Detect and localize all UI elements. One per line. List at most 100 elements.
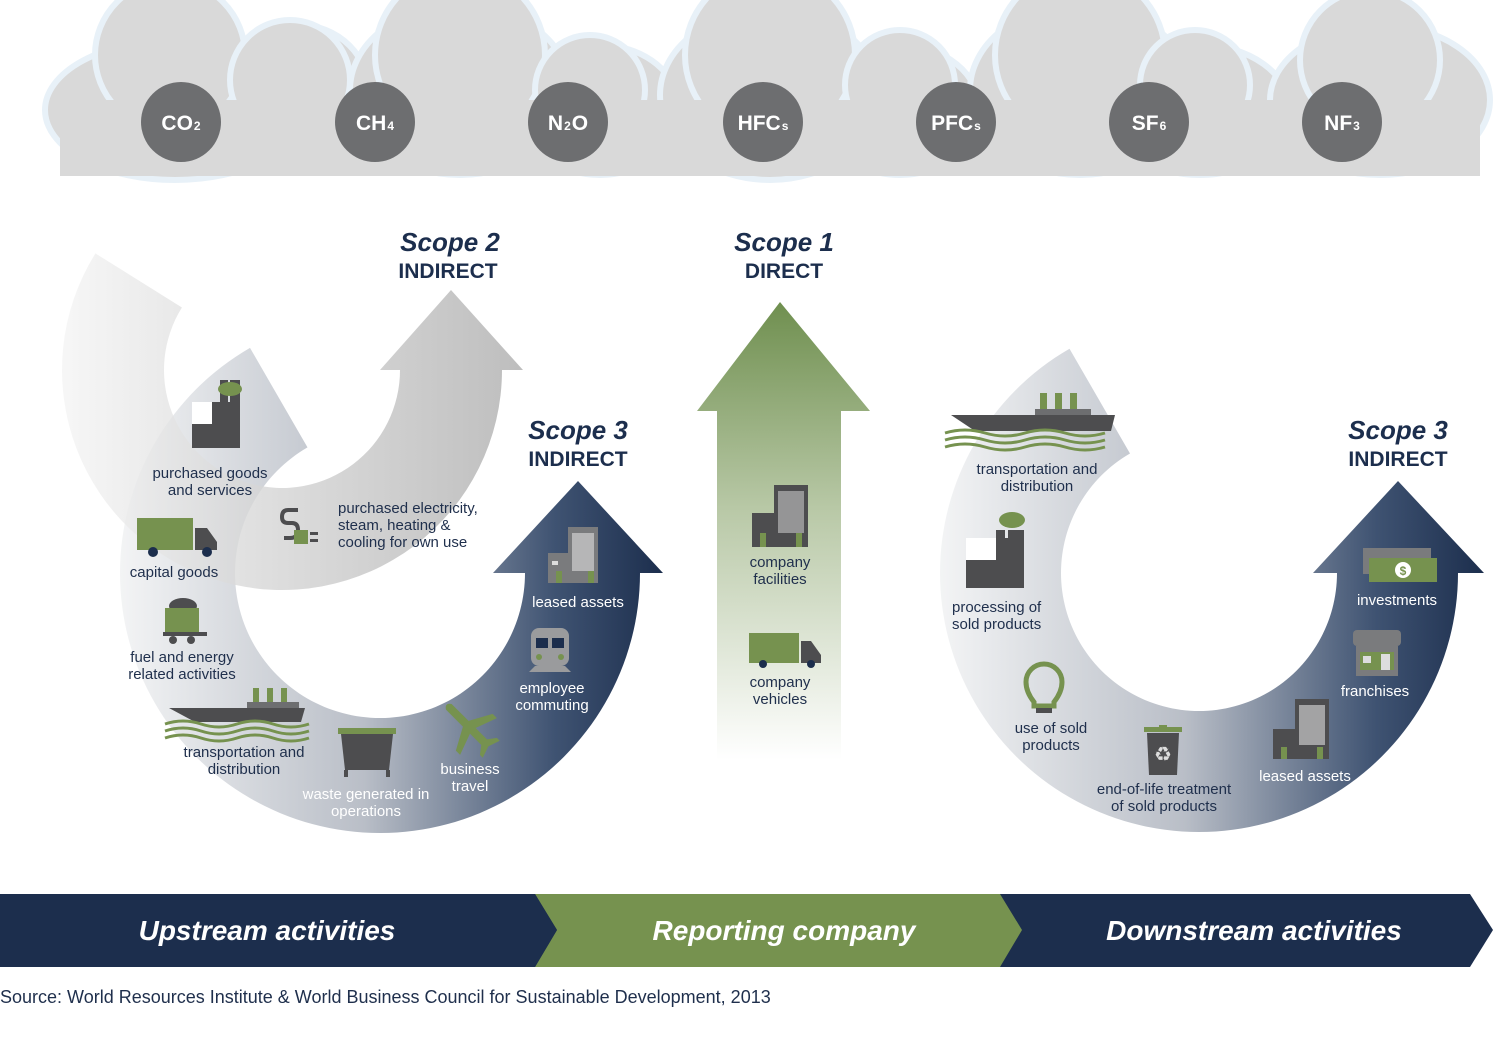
- item-label: end-of-life treatment: [1097, 781, 1232, 798]
- item-label: leased assets: [1259, 768, 1351, 785]
- item-label: capital goods: [130, 564, 218, 581]
- gas-4: PFCs: [916, 82, 996, 162]
- gas-label: HFCs: [738, 112, 789, 135]
- scope3-upstream-subtitle: INDIRECT: [528, 448, 627, 471]
- item-label: operations: [331, 803, 401, 820]
- gas-formula: N: [548, 112, 563, 135]
- item-label: travel: [452, 778, 489, 795]
- gas-label: SF6: [1132, 112, 1167, 135]
- downstream-label: Downstream activities: [1106, 915, 1402, 946]
- gas-circle: [916, 82, 996, 162]
- money-icon: $: [1363, 548, 1437, 582]
- gas-subscript: 3: [1353, 119, 1360, 133]
- gas-circle: [528, 82, 608, 162]
- office-building-icon: [752, 485, 808, 547]
- item-label: use of sold: [1015, 720, 1088, 737]
- item-label: purchased electricity,: [338, 500, 478, 517]
- scope1-subtitle: DIRECT: [745, 260, 823, 283]
- item-label: sold products: [952, 616, 1041, 633]
- item-label: processing of: [952, 599, 1042, 616]
- item-label: transportation and: [184, 744, 305, 761]
- plug-icon: [279, 508, 318, 544]
- reporting-label: Reporting company: [653, 915, 917, 946]
- dumpster-icon: [338, 728, 396, 777]
- item-label: waste generated in: [302, 786, 430, 803]
- item-label: facilities: [753, 571, 806, 588]
- factory-icon: [192, 380, 242, 448]
- gas-5: SF6: [1109, 82, 1189, 162]
- recycle-bin-icon: ♻: [1144, 725, 1182, 775]
- scope3-downstream-subtitle: INDIRECT: [1348, 448, 1447, 471]
- office-building-icon: [548, 527, 598, 583]
- scope1-title: Scope 1: [734, 227, 834, 257]
- gas-label: CO2: [161, 112, 201, 135]
- item-label: distribution: [208, 761, 281, 778]
- gas-formula: HFC: [738, 112, 781, 135]
- gas-subscript: s: [974, 119, 981, 133]
- item-label: and services: [168, 482, 252, 499]
- item-label: company: [750, 554, 811, 571]
- reporting-band: [535, 894, 1022, 967]
- scope-item-labels: purchased electricity,steam, heating &co…: [128, 461, 1437, 820]
- gas-circle: [1302, 82, 1382, 162]
- scope3-upstream-title: Scope 3: [528, 415, 628, 445]
- item-label: cooling for own use: [338, 534, 467, 551]
- gas-circle: [723, 82, 803, 162]
- scope2-subtitle: INDIRECT: [398, 260, 497, 283]
- gas-subscript: 4: [387, 119, 394, 133]
- value-chain-band: Upstream activities Reporting company Do…: [0, 894, 1493, 967]
- scope2-title: Scope 2: [400, 227, 500, 257]
- gas-formula: SF: [1132, 112, 1159, 135]
- gas-label: N2O: [548, 112, 588, 135]
- ship-icon: [164, 688, 310, 743]
- item-label: business: [440, 761, 499, 778]
- lightbulb-icon: [1023, 661, 1065, 713]
- item-label: related activities: [128, 666, 236, 683]
- scope3-downstream-arrow: [940, 348, 1484, 832]
- item-label: vehicles: [753, 691, 807, 708]
- item-label: fuel and energy: [130, 649, 234, 666]
- gas-subscript: 2: [194, 119, 201, 133]
- scope2-arrow: [61, 253, 524, 590]
- coal-cart-icon: [163, 598, 207, 644]
- gas-circle: [335, 82, 415, 162]
- gas-label: CH4: [356, 112, 394, 135]
- gas-label: PFCs: [931, 112, 981, 135]
- airplane-icon: [445, 703, 500, 758]
- item-label: transportation and: [977, 461, 1098, 478]
- train-icon: [529, 628, 571, 672]
- gas-circle: [141, 82, 221, 162]
- gas-formula: PFC: [931, 112, 973, 135]
- gas-0: CO2: [141, 82, 221, 162]
- item-label: distribution: [1001, 478, 1074, 495]
- truck-icon: [749, 633, 821, 668]
- item-label: employee: [519, 680, 584, 697]
- scope3-downstream-title: Scope 3: [1348, 415, 1448, 445]
- gas-label: NF3: [1324, 112, 1360, 135]
- gas-formula: CH: [356, 112, 386, 135]
- item-label: products: [1022, 737, 1080, 754]
- item-label: investments: [1357, 592, 1437, 609]
- item-label: leased assets: [532, 594, 624, 611]
- svg-text:$: $: [1400, 564, 1407, 578]
- gas-subscript: 6: [1160, 119, 1167, 133]
- gas-formula: NF: [1324, 112, 1352, 135]
- item-label: commuting: [515, 697, 588, 714]
- item-label: steam, heating &: [338, 517, 451, 534]
- upstream-band: [0, 894, 557, 967]
- gas-3: HFCs: [723, 82, 803, 162]
- ship-icon: [944, 393, 1115, 452]
- upstream-label: Upstream activities: [139, 915, 396, 946]
- item-label: purchased goods: [152, 465, 267, 482]
- svg-text:♻: ♻: [1154, 744, 1172, 766]
- item-label: company: [750, 674, 811, 691]
- gas-formula: CO: [161, 112, 193, 135]
- office-building-icon: [1273, 699, 1329, 759]
- gas-formula-tail: O: [572, 112, 588, 135]
- storefront-icon: [1353, 630, 1401, 676]
- item-label: franchises: [1341, 683, 1409, 700]
- factory-icon: [966, 512, 1025, 588]
- gas-subscript: s: [782, 119, 789, 133]
